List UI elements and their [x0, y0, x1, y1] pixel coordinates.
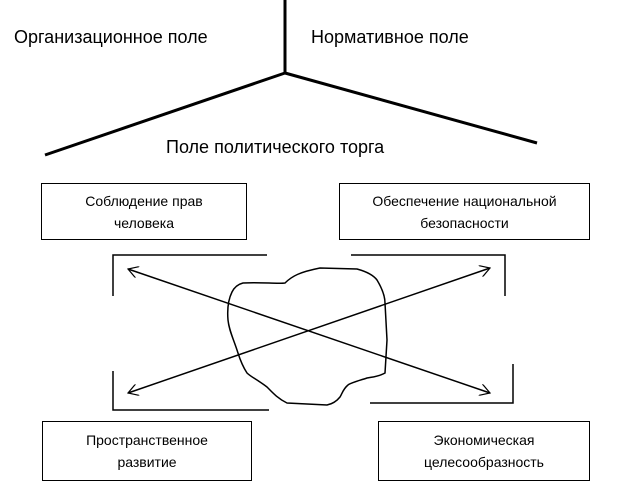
box-line: человека [113, 214, 174, 231]
box-line: Соблюдение прав [85, 192, 203, 209]
bracket-bottom-right [370, 364, 514, 404]
normative-field-label: Нормативное поле [311, 27, 469, 47]
box-national-security: Обеспечение национальной безопасности [339, 183, 590, 240]
field-divider [44, 0, 538, 157]
bracket-bottom-left [112, 371, 269, 411]
bracket-top-right [351, 254, 506, 296]
organizational-field-label: Организационное поле [14, 27, 208, 47]
divider-right [284, 71, 538, 145]
box-line: безопасности [420, 214, 509, 231]
box-line: Пространственное [86, 432, 208, 448]
political-bargaining-field-label: Поле политического торга [166, 137, 385, 157]
box-economic-expediency: Экономическая целесообразность [378, 421, 590, 481]
box-spatial-development: Пространственное развитие [42, 421, 252, 481]
bargaining-blob [227, 267, 388, 406]
box-line: целесообразность [424, 454, 544, 470]
box-line: Обеспечение национальной [372, 192, 557, 209]
arrow-diagonal-2 [128, 268, 490, 393]
divider-left [44, 71, 286, 157]
bracket-top-left [112, 254, 267, 296]
box-line: развитие [117, 454, 177, 470]
box-human-rights: Соблюдение прав человека [41, 183, 247, 240]
box-line: Экономическая [433, 432, 535, 448]
